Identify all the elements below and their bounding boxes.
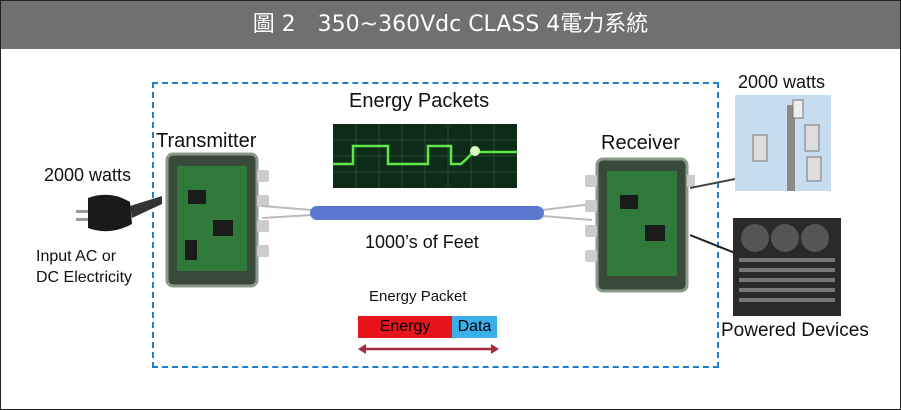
server-rack-image — [733, 218, 841, 316]
input-source-label: Input AC or DC Electricity — [36, 248, 133, 286]
oscilloscope-waveform — [333, 124, 517, 188]
output-watts-label: 2000 watts — [738, 72, 826, 92]
cable-length-label: 1000’s of Feet — [365, 232, 479, 252]
figure-title: 圖 2 350~360Vdc CLASS 4電力系統 — [1, 1, 900, 49]
output-cables — [690, 177, 740, 256]
receiver-device — [585, 157, 695, 293]
powered-devices-label: Powered Devices — [721, 320, 869, 341]
power-plug-icon — [76, 194, 162, 232]
energy-packets-label: Energy Packets — [349, 90, 490, 112]
cable-icon — [262, 203, 592, 221]
system-boundary — [152, 82, 719, 368]
packet-span-arrow — [358, 344, 499, 354]
packet-data-segment: Data — [452, 316, 497, 338]
transmitter-label: Transmitter — [156, 130, 257, 152]
packet-energy-segment: Energy — [358, 316, 452, 338]
energy-packet-label: Energy Packet — [369, 288, 467, 305]
input-watts-label: 2000 watts — [44, 165, 132, 185]
receiver-label: Receiver — [601, 132, 680, 154]
cell-antenna-image — [735, 95, 831, 191]
transmitter-device — [165, 152, 269, 288]
